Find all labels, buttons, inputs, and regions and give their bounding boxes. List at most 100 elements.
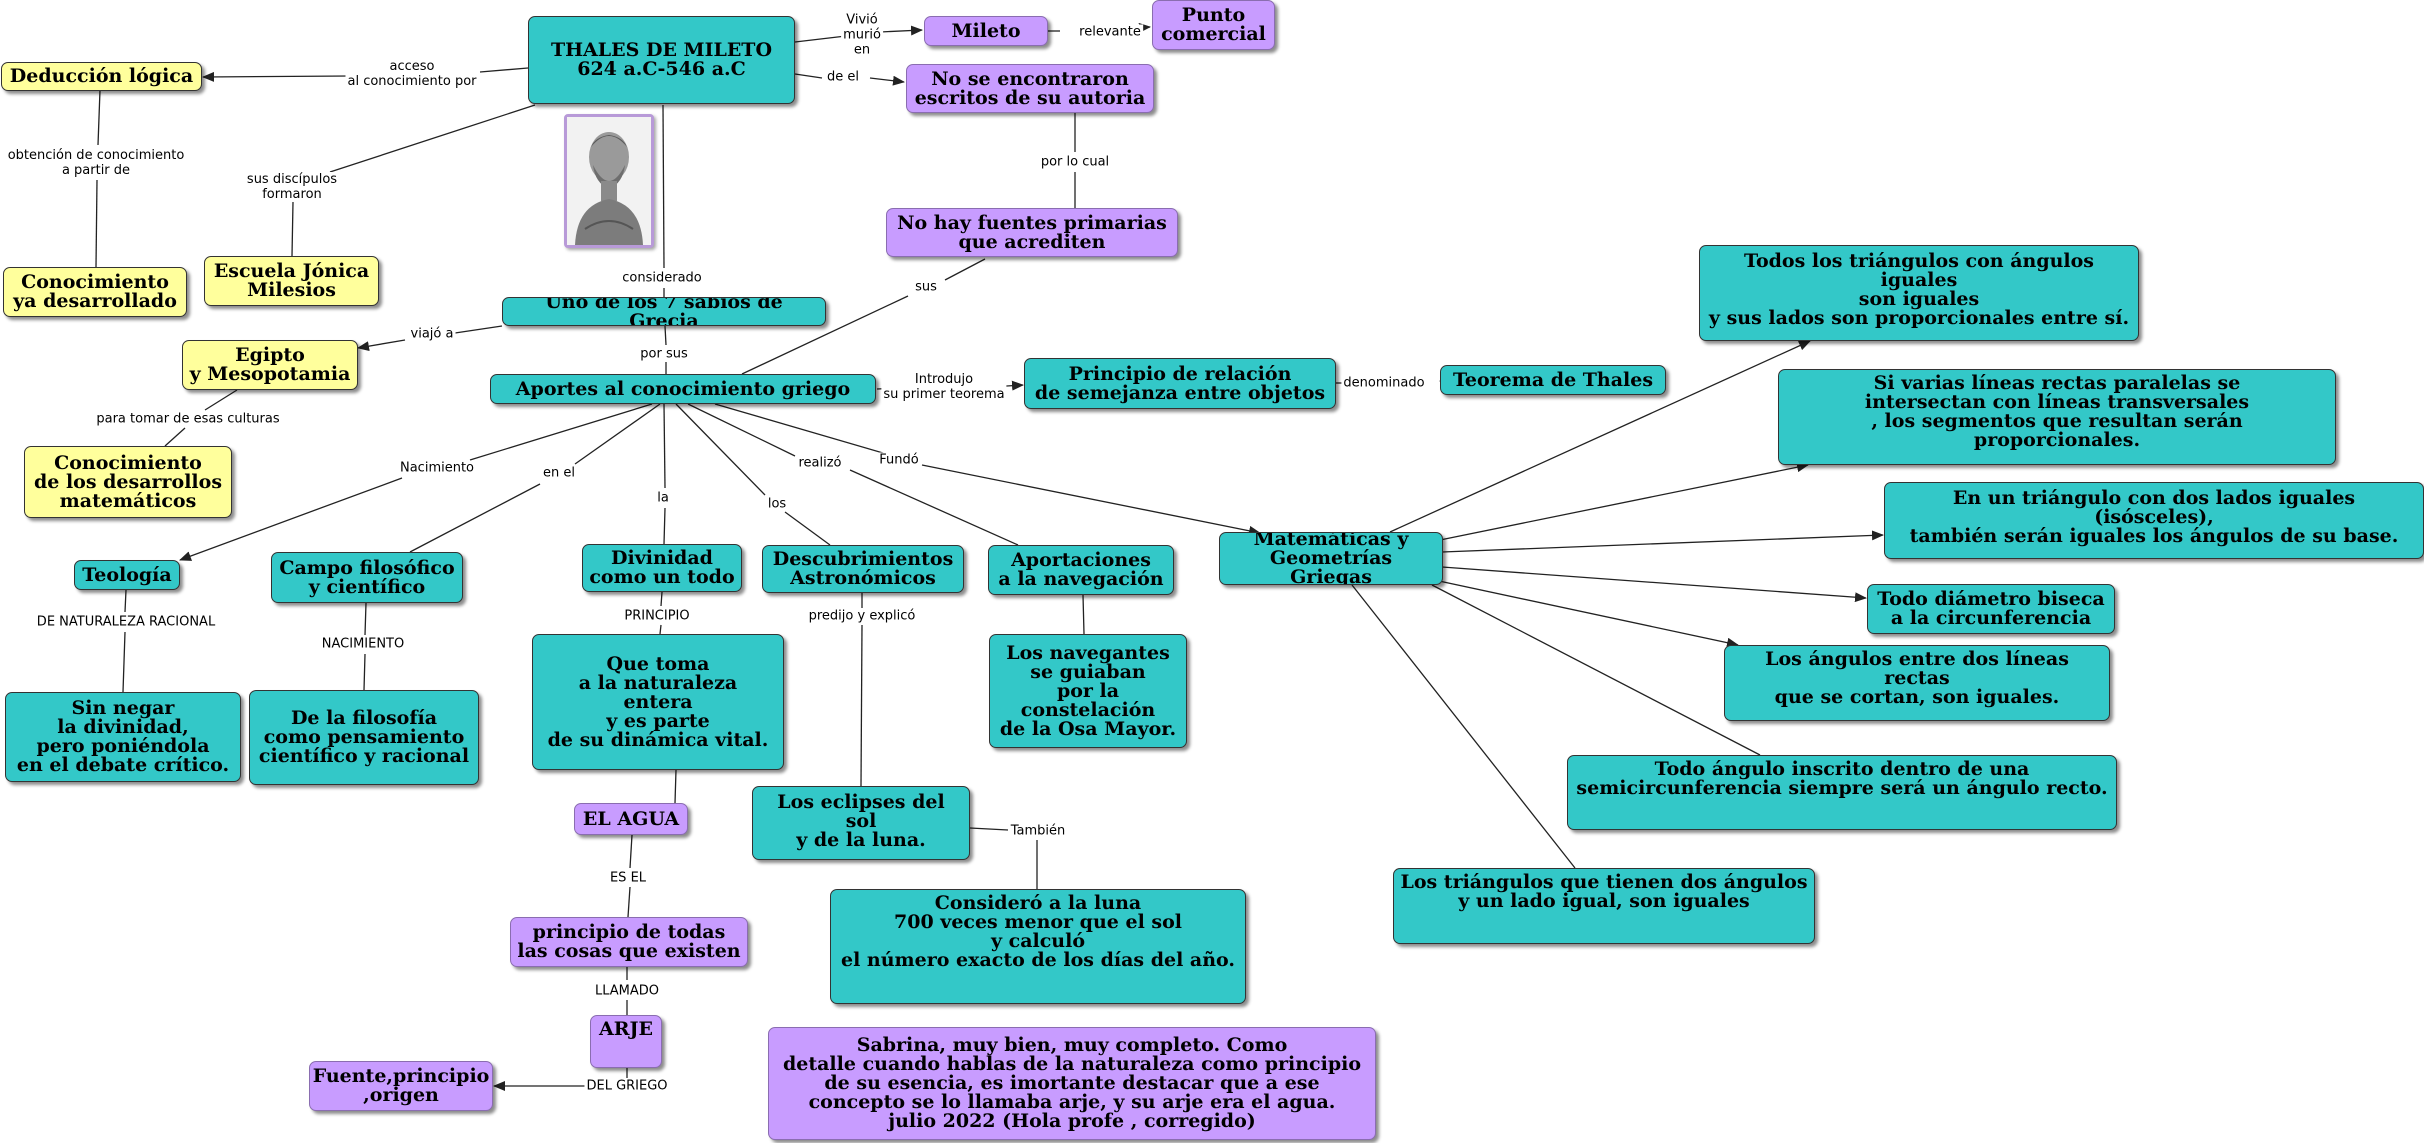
node-deduccion[interactable]: Deducción lógica — [1, 62, 202, 91]
node-m7[interactable]: Los triángulos que tienen dos ángulos y … — [1393, 868, 1815, 944]
thales-portrait — [564, 114, 654, 248]
link-la-divinidad — [663, 507, 666, 545]
label-por-lo-cual: por lo cual — [1038, 154, 1112, 170]
node-principio-todas[interactable]: principio de todas las cosas que existen — [510, 917, 748, 967]
node-egipto[interactable]: Egipto y Mesopotamia — [182, 340, 358, 390]
label-llamado: LLAMADO — [592, 983, 662, 999]
node-aportes[interactable]: Aportes al conocimiento griego — [490, 374, 876, 404]
label-principio: PRINCIPIO — [622, 608, 692, 624]
link-mat-m3 — [1441, 530, 1884, 553]
node-divinidad[interactable]: Divinidad como un todo — [582, 544, 742, 592]
link-mileto-arrow — [879, 25, 923, 36]
link-paratomar-conocimiento — [164, 427, 186, 447]
link-enel-campo — [409, 483, 541, 553]
node-thales[interactable]: THALES DE MILETO 624 a.C-546 a.C — [528, 16, 795, 104]
label-introdujo: Introdujo su primer teorema — [881, 372, 1007, 402]
link-deel-noescritos — [869, 75, 905, 86]
link-teologia-naturaleza — [124, 589, 127, 613]
node-arje[interactable]: ARJE — [590, 1015, 662, 1068]
label-tambien: También — [1008, 823, 1068, 839]
node-punto-comercial[interactable]: Punto comercial — [1152, 0, 1275, 50]
label-de-el: de el — [825, 69, 861, 85]
node-teorema[interactable]: Teorema de Thales — [1440, 365, 1666, 395]
node-m2[interactable]: Si varias líneas rectas paralelas se int… — [1778, 369, 2336, 465]
node-mileto[interactable]: Mileto — [924, 16, 1048, 46]
link-sabios-porsus — [664, 325, 667, 346]
link-thales-discipulos — [329, 104, 536, 173]
link-predijo-eclipses — [860, 624, 863, 787]
label-por-sus: por sus — [638, 346, 690, 362]
label-predijo: predijo y explicó — [806, 608, 918, 624]
node-eclipses[interactable]: Los eclipses del sol y de la luna. — [752, 786, 970, 860]
link-fundo-matematicas — [921, 464, 1261, 536]
node-m4[interactable]: Todo diámetro biseca a la circunferencia — [1867, 584, 2115, 634]
node-no-fuentes[interactable]: No hay fuentes primarias que acrediten — [886, 208, 1178, 257]
node-matematicas[interactable]: Matemáticas y Geometrías Griegas — [1219, 532, 1443, 585]
node-descubrimientos[interactable]: Descubrimientos Astronómicos — [762, 545, 964, 593]
node-m6[interactable]: Todo ángulo inscrito dentro de una semic… — [1567, 755, 2117, 830]
link-mat-m6 — [1431, 584, 1761, 756]
link-thales-noescritos — [794, 73, 823, 79]
node-fuente[interactable]: Fuente,principio ,origen — [309, 1061, 493, 1111]
node-conocimiento-desarrollos[interactable]: Conocimiento de los desarrollos matemáti… — [24, 446, 232, 518]
label-denominado: denominado — [1341, 375, 1427, 391]
label-es-el: ES EL — [607, 870, 649, 886]
link-realizo-navegacion — [849, 469, 1019, 546]
node-m3[interactable]: En un triángulo con dos lados iguales (i… — [1884, 482, 2424, 559]
link-thales-considerado — [662, 104, 665, 269]
node-que-toma[interactable]: Que toma a la naturaleza entera y es par… — [532, 634, 784, 770]
bust-icon — [567, 117, 651, 245]
link-mat-m4 — [1441, 566, 1867, 603]
link-divinidad-principio — [660, 591, 663, 607]
link-mat-m7 — [1351, 584, 1576, 869]
node-escuela[interactable]: Escuela Jónica Milesios — [204, 256, 379, 306]
link-discipulos-escuela — [291, 201, 294, 257]
link-nacimiento-teologia — [179, 477, 403, 561]
link-viajo-egipto — [357, 339, 406, 352]
label-viajo: viajó a — [408, 326, 456, 342]
node-conocimiento-desarrollado[interactable]: Conocimiento ya desarrollado — [3, 267, 187, 317]
node-principio-relacion[interactable]: Principio de relación de semejanza entre… — [1024, 358, 1336, 409]
link-thales-acceso — [479, 67, 529, 73]
label-realizo: realizó — [796, 455, 844, 471]
label-nacimiento2: NACIMIENTO — [319, 636, 407, 652]
label-obtencion: obtención de conocimiento a partir de — [5, 148, 187, 178]
link-naturaleza-sinnegar — [122, 631, 126, 693]
link-nacimiento2-filosofia — [363, 653, 366, 691]
link-aportes-nacimiento — [469, 403, 653, 461]
node-campo[interactable]: Campo filosófico y científico — [271, 552, 463, 603]
node-m5[interactable]: Los ángulos entre dos líneas rectas que … — [1724, 645, 2110, 721]
link-acceso-deduccion — [202, 71, 351, 82]
node-teologia[interactable]: Teología — [74, 560, 180, 590]
node-navegantes[interactable]: Los navegantes se guiaban por la constel… — [989, 634, 1187, 748]
link-obtencion-conocimiento — [95, 179, 98, 268]
node-agua[interactable]: EL AGUA — [574, 803, 688, 835]
link-aportes-fundo — [714, 403, 891, 456]
node-siete-sabios[interactable]: Uno de los 7 sabios de Grecia — [502, 297, 826, 326]
label-sus: sus — [913, 279, 939, 295]
link-quetoma-agua — [674, 769, 677, 804]
label-para-tomar: para tomar de esas culturas — [94, 411, 282, 427]
link-aportes-la — [663, 403, 666, 489]
node-navegacion[interactable]: Aportaciones a la navegación — [988, 545, 1174, 595]
link-mat-m2 — [1439, 462, 1809, 541]
label-relevante: relevante — [1077, 24, 1143, 40]
link-sabios-viajo — [454, 325, 503, 334]
link-aportes-los — [675, 403, 766, 496]
label-considerado: considerado — [620, 270, 704, 286]
link-esel-principio — [627, 886, 631, 918]
link-los-descubrimientos — [784, 511, 831, 546]
node-filosofia[interactable]: De la filosofía como pensamiento científ… — [249, 690, 479, 785]
link-egipto-paratomar — [204, 389, 238, 411]
node-sin-negar[interactable]: Sin negar la divinidad, pero poniéndola … — [5, 692, 241, 782]
label-en-el: en el — [541, 465, 577, 481]
node-comentario[interactable]: Sabrina, muy bien, muy completo. Como de… — [768, 1027, 1376, 1140]
link-agua-esel — [629, 834, 633, 869]
link-aportes-realizo — [687, 403, 796, 457]
node-m1[interactable]: Todos los triángulos con ángulos iguales… — [1699, 245, 2139, 341]
node-no-escritos[interactable]: No se encontraron escritos de su autoria — [906, 64, 1154, 113]
label-discipulos: sus discípulos formaron — [244, 172, 340, 202]
node-considero[interactable]: Consideró a la luna 700 veces menor que … — [830, 889, 1246, 1004]
link-mat-m1 — [1389, 340, 1811, 533]
